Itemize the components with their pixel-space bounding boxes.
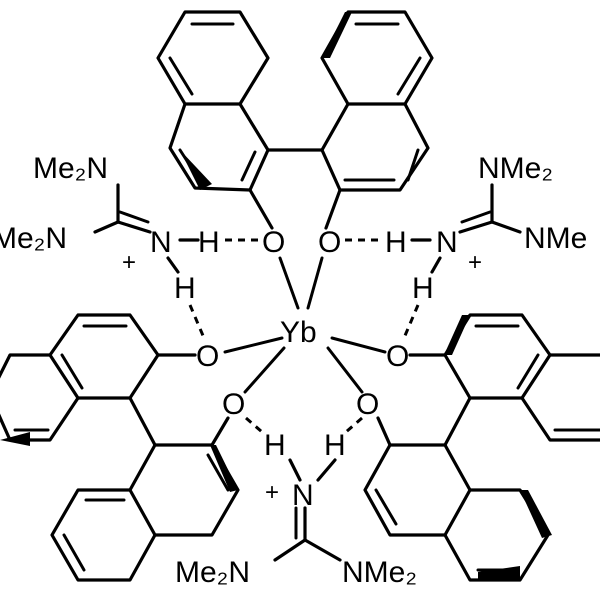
nitrogen-right-nh: N xyxy=(436,226,458,259)
oxygen-left: O xyxy=(196,340,219,373)
hydrogen-left-lower: H xyxy=(174,272,196,305)
ytterbium-label: Yb xyxy=(280,316,317,349)
right-binaphthol xyxy=(363,313,600,582)
nitrogen-left-nh: N xyxy=(150,226,172,259)
guanidinium-right xyxy=(410,183,522,274)
dimethylamino-bottom-left: Me₂N xyxy=(175,556,250,589)
dimethylamino-bottom-right: NMe₂ xyxy=(342,556,417,589)
guanidinium-bottom xyxy=(273,458,342,562)
dimethylamino-top-left: Me₂N xyxy=(33,152,108,185)
hydrogen-bottom-right: H xyxy=(324,429,346,462)
oxygen-top-left: O xyxy=(262,226,285,259)
guanidinium-left xyxy=(93,183,200,274)
oxygen-right: O xyxy=(386,340,409,373)
charge-bottom: + xyxy=(265,479,279,506)
left-binaphthol xyxy=(0,313,240,582)
nitrogen-bottom: N xyxy=(292,479,314,512)
dimethylamino-mid-left: Me₂N xyxy=(0,222,67,255)
hydrogen-left-nh: H xyxy=(198,226,220,259)
oxygen-lower-right: O xyxy=(356,388,379,421)
hydrogen-bonds xyxy=(188,238,420,434)
charge-right: + xyxy=(468,249,482,276)
hydrogen-right-nh: H xyxy=(385,226,407,259)
dimethylamino-mid-right: NMe xyxy=(524,222,587,255)
top-binaphthol xyxy=(156,10,434,230)
hydrogen-bottom-left: H xyxy=(264,429,286,462)
metal-oxygen-bonds xyxy=(223,256,387,394)
oxygen-top-right: O xyxy=(318,226,341,259)
charge-left: + xyxy=(122,249,136,276)
oxygen-lower-left: O xyxy=(222,388,245,421)
dimethylamino-top-right: NMe₂ xyxy=(478,152,553,185)
hydrogen-right-lower: H xyxy=(412,272,434,305)
atom-labels: Yb O O O O O O N H + H H N + H H H N + M… xyxy=(0,152,587,589)
